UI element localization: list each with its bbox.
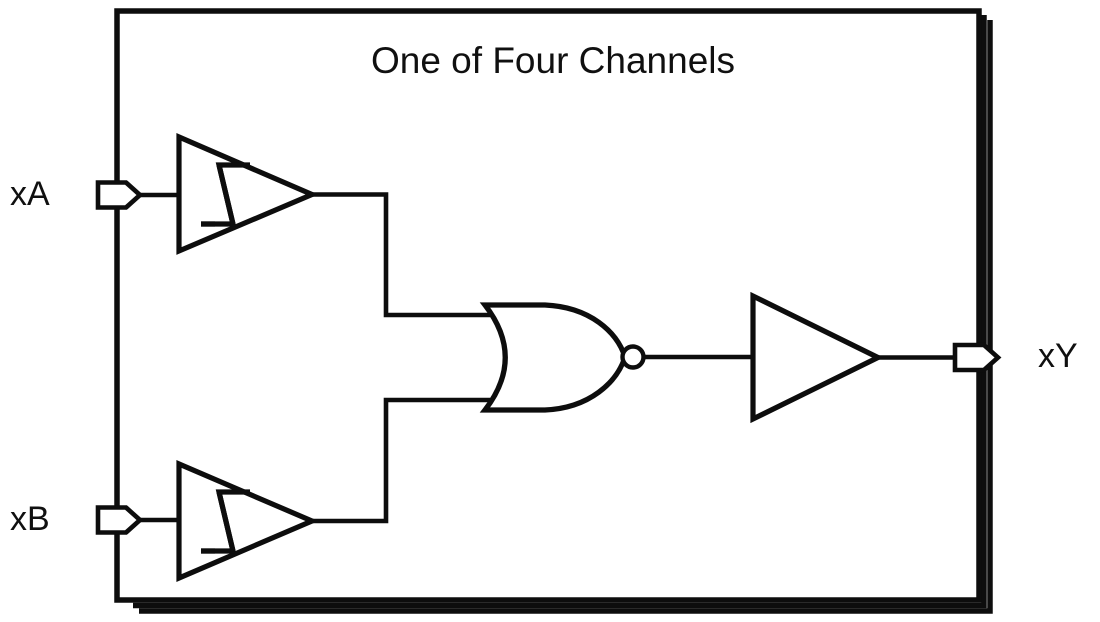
output-pin-xY[interactable] (952, 342, 1002, 373)
gate-schmitt-buffer-b[interactable] (176, 460, 319, 582)
stacked-channel-outlines (133, 15, 993, 614)
wire-buffer-a-to-nor (312, 192, 490, 318)
port-label-xA: xA (10, 175, 50, 213)
nor-inversion-bubble (620, 344, 646, 370)
gate-nor[interactable] (479, 302, 646, 413)
gate-output-buffer[interactable] (750, 291, 884, 424)
output-buffer-triangle (750, 291, 884, 424)
input-pin-xA[interactable] (95, 180, 144, 210)
buffer-a-triangle (176, 133, 319, 255)
hysteresis-icon-b-bar (216, 491, 236, 552)
diagram-title: One of Four Channels (371, 40, 735, 81)
port-label-xB: xB (10, 500, 50, 538)
gate-schmitt-buffer-a[interactable] (176, 133, 319, 255)
wire-buffer-b-to-nor (312, 397, 490, 524)
input-pin-xB[interactable] (95, 505, 144, 535)
nor-body (479, 302, 628, 413)
channel-boundary (114, 8, 982, 603)
port-label-xY: xY (1038, 337, 1078, 375)
hysteresis-icon-a-bar (216, 164, 236, 225)
channel-outline-copy-1 (133, 15, 987, 609)
buffer-b-triangle (176, 460, 319, 582)
channel-outline-copy-2 (139, 20, 993, 614)
